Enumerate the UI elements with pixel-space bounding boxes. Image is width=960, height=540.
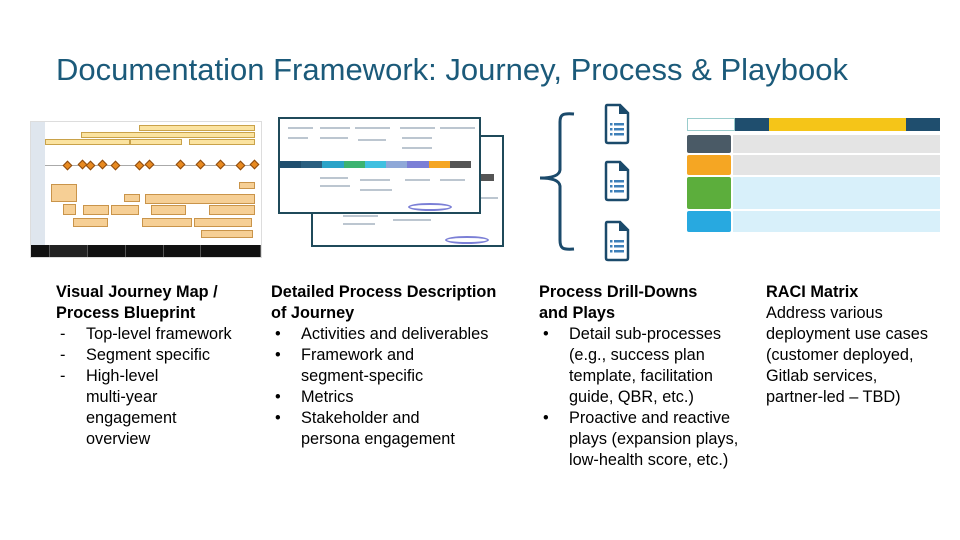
list-item: •Stakeholder and persona engagement: [275, 409, 455, 448]
list-item: •Framework and segment-specific: [275, 346, 424, 385]
list-item: •Detail sub-processes (e.g., success pla…: [543, 325, 722, 406]
list-item: •Metrics: [275, 388, 354, 406]
list-item: •Activities and deliverables: [275, 325, 489, 343]
column-heading: Visual Journey Map /Process Blueprint: [56, 283, 218, 322]
column-heading: RACI Matrix: [766, 283, 859, 301]
raci-description: Address various deployment use cases (cu…: [766, 304, 929, 406]
document-list-icon[interactable]: [604, 220, 630, 262]
raci-matrix-thumbnail: [687, 118, 941, 235]
list-item: •Proactive and reactive plays (expansion…: [543, 409, 739, 469]
list-item: -High-level multi-year engagement overvi…: [60, 367, 177, 448]
journey-map-thumbnail: [30, 121, 262, 258]
journey-map-column: Visual Journey Map /Process Blueprint -T…: [56, 282, 266, 450]
slide-title: Documentation Framework: Journey, Proces…: [56, 52, 848, 87]
list-item: -Segment specific: [60, 346, 210, 364]
process-description-thumbnail: [278, 117, 504, 247]
curly-brace-icon: [539, 112, 575, 251]
raci-column: RACI Matrix Address various deployment u…: [766, 282, 936, 408]
document-list-icon[interactable]: [604, 160, 630, 202]
document-list-icon[interactable]: [604, 103, 630, 145]
list-item: -Top-level framework: [60, 325, 232, 343]
